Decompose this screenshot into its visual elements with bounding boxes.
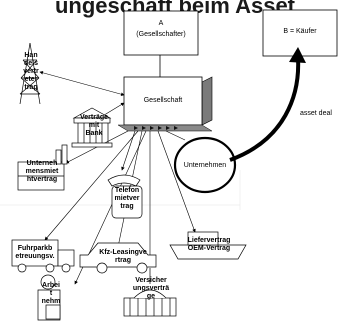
tower-icon — [19, 42, 41, 105]
buyer-box — [262, 9, 338, 57]
buyer-label: B = Käufer — [283, 28, 317, 35]
enterprise-circle — [173, 136, 237, 194]
capitol-icon — [123, 268, 177, 317]
commercial-agent-label: Han dels vertr eter trag — [23, 52, 39, 91]
asset-deal-label: asset deal — [300, 110, 332, 117]
supplier-label: Liefervertrag OEM-Vertrag — [187, 237, 231, 252]
asset-deal-arrowhead — [289, 47, 306, 63]
ship-icon — [169, 231, 247, 260]
worker-icon — [37, 274, 61, 321]
company-lease-label: Unterneh mensmiet htvertrag — [25, 160, 59, 183]
company-label: Gesellschaft — [143, 97, 183, 104]
car-leasing-label: Kfz-Leasingve rtrag — [99, 249, 147, 264]
shareholder-letter: A — [158, 20, 164, 27]
shareholder-box — [123, 10, 199, 56]
shareholder-label: (Gesellschafter) — [136, 31, 186, 38]
bank-contracts-label: Verträge mit Bank — [79, 114, 109, 137]
employees-label: Arbei t nehm — [41, 282, 61, 305]
asset-deal-arrow — [229, 57, 301, 162]
car-icon — [79, 242, 157, 274]
company-box-side — [201, 76, 213, 126]
bank-icon — [71, 107, 113, 148]
truck-icon — [11, 239, 75, 273]
page-title: ungeschäft beim Asset — [54, 0, 296, 18]
telephone-icon — [107, 174, 143, 219]
phone-lease-label: Telefon mietver trag — [114, 187, 140, 210]
factory-icon — [17, 144, 68, 191]
enterprise-label: Unternehmen — [183, 162, 227, 169]
company-box-base — [117, 124, 213, 132]
company-base-arrowheads — [134, 126, 178, 130]
insurance-label: Versicher ungsverträ ge — [132, 277, 170, 300]
fleet-label: Fuhrparkb etreuungsv. — [15, 245, 55, 260]
